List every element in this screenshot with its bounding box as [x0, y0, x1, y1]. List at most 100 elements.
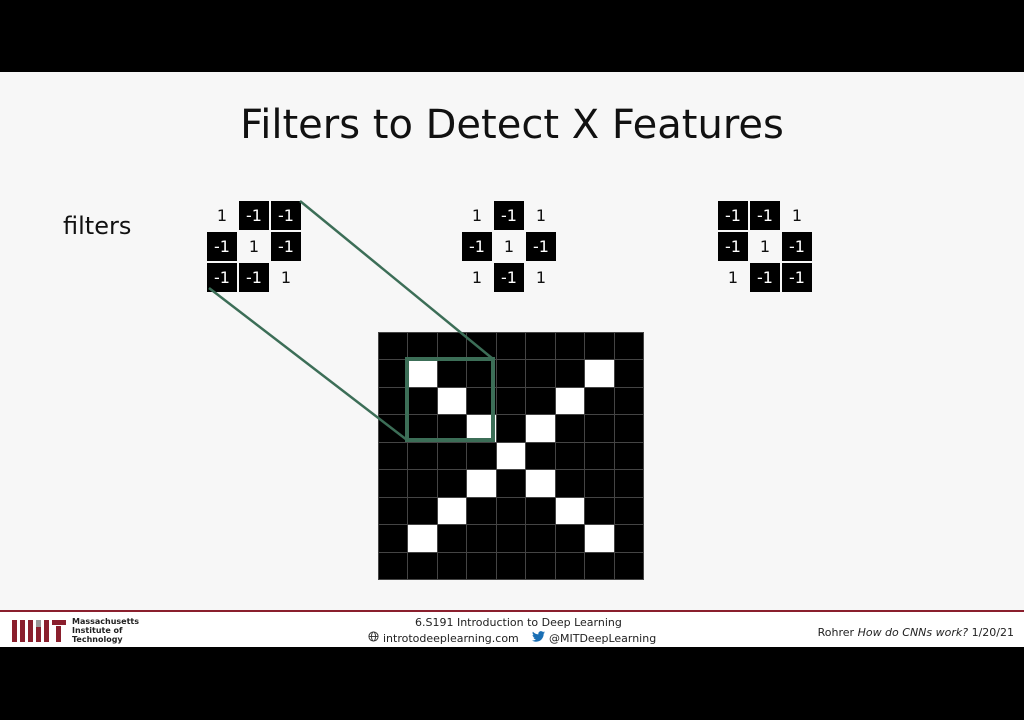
pixel-cell	[467, 552, 496, 579]
pixel-cell	[555, 360, 585, 387]
pixel-cell	[496, 387, 526, 415]
filter-cell: 1	[759, 237, 771, 256]
pixel-cell	[379, 442, 408, 470]
pixel-cell	[496, 360, 526, 387]
pixel-cell	[555, 442, 585, 470]
filter-cell: 1	[535, 206, 547, 225]
pixel-cell	[467, 360, 496, 387]
pixel-cell	[379, 470, 408, 497]
twitter-handle: @MITDeepLearning	[549, 631, 657, 645]
pixel-cell	[467, 497, 496, 525]
website-text: introtodeeplearning.com	[383, 631, 519, 645]
pixel-cell	[555, 552, 585, 579]
pixel-cell	[379, 333, 408, 360]
slide-title: Filters to Detect X Features	[240, 102, 784, 148]
pixel-cell	[467, 333, 496, 360]
pixel-cell	[467, 387, 496, 415]
pixel-cell	[614, 333, 643, 360]
mit-logo-icon	[12, 620, 66, 642]
filter-cell: -1	[494, 201, 524, 230]
pixel-cell	[526, 525, 555, 552]
pixel-cell	[467, 442, 496, 470]
pixel-cell	[408, 360, 437, 387]
pixel-cell	[526, 442, 555, 470]
pixel-cell	[408, 525, 437, 552]
pixel-cell	[408, 470, 437, 497]
pixel-cell	[585, 415, 614, 442]
pixel-cell	[496, 497, 526, 525]
pixel-cell	[555, 470, 585, 497]
filter-cell: 1	[471, 206, 483, 225]
filter-cell: 1	[727, 268, 739, 287]
pixel-cell	[526, 415, 555, 442]
filter-cell: -1	[239, 201, 269, 230]
pixel-cell	[437, 470, 467, 497]
pixel-cell	[496, 333, 526, 360]
filter-cell: -1	[526, 232, 556, 261]
filter-cell: 1	[248, 237, 260, 256]
pixel-cell	[467, 525, 496, 552]
filter-cell: 1	[503, 237, 515, 256]
filter-cell: -1	[494, 263, 524, 292]
institution-name: Massachusetts Institute of Technology	[72, 617, 139, 644]
pixel-cell	[555, 333, 585, 360]
institution-line: Massachusetts	[72, 617, 140, 626]
filter-cell: 1	[791, 206, 803, 225]
pixel-cell	[585, 387, 614, 415]
pixel-cell	[379, 552, 408, 579]
filter-cell: -1	[462, 232, 492, 261]
filter-cell: -1	[718, 201, 748, 230]
filter-cell: 1	[216, 206, 228, 225]
pixel-cell	[526, 552, 555, 579]
pixel-cell	[408, 415, 437, 442]
pixel-cell	[555, 497, 585, 525]
pixel-cell	[408, 552, 437, 579]
filters-label: filters	[63, 212, 132, 240]
website-link[interactable]: introtodeeplearning.com	[368, 631, 519, 645]
pixel-cell	[437, 333, 467, 360]
filter-cell: -1	[271, 201, 301, 230]
pixel-cell	[379, 525, 408, 552]
filter-cell: 1	[535, 268, 547, 287]
mit-logo	[12, 620, 66, 642]
institution-line: Technology	[72, 635, 123, 644]
pixel-cell	[614, 387, 643, 415]
pixel-cell	[408, 442, 437, 470]
pixel-cell	[437, 442, 467, 470]
pixel-cell	[437, 360, 467, 387]
pixel-cell	[379, 415, 408, 442]
pixel-cell	[437, 552, 467, 579]
filter-cell: -1	[718, 232, 748, 261]
filter-cell: -1	[239, 263, 269, 292]
pixel-cell	[437, 497, 467, 525]
pixel-cell	[555, 387, 585, 415]
pixel-cell	[496, 525, 526, 552]
pixel-cell	[526, 470, 555, 497]
filter-cell: 1	[471, 268, 483, 287]
pixel-cell	[408, 333, 437, 360]
filter-cell: -1	[207, 263, 237, 292]
pixel-cell	[614, 415, 643, 442]
pixel-cell	[496, 552, 526, 579]
pixel-cell	[379, 497, 408, 525]
citation: Rohrer How do CNNs work? 1/20/21	[818, 626, 1014, 639]
filter-cross: 1 -1 1 -1 1 -1 1 -1 1	[462, 201, 556, 292]
pixel-cell	[555, 415, 585, 442]
pixel-cell	[379, 360, 408, 387]
pixel-cell	[467, 415, 496, 442]
citation-date: 1/20/21	[971, 626, 1014, 639]
filter-cell: 1	[280, 268, 292, 287]
citation-title: How do CNNs work?	[857, 626, 969, 639]
pixel-cell	[526, 360, 555, 387]
pixel-cell	[526, 333, 555, 360]
filter-cell: -1	[750, 201, 780, 230]
filter-cell: -1	[782, 263, 812, 292]
twitter-link[interactable]: @MITDeepLearning	[532, 631, 656, 645]
pixel-cell	[585, 525, 614, 552]
pixel-cell	[437, 525, 467, 552]
pixel-cell	[496, 470, 526, 497]
pixel-cell	[614, 497, 643, 525]
pixel-cell	[614, 442, 643, 470]
